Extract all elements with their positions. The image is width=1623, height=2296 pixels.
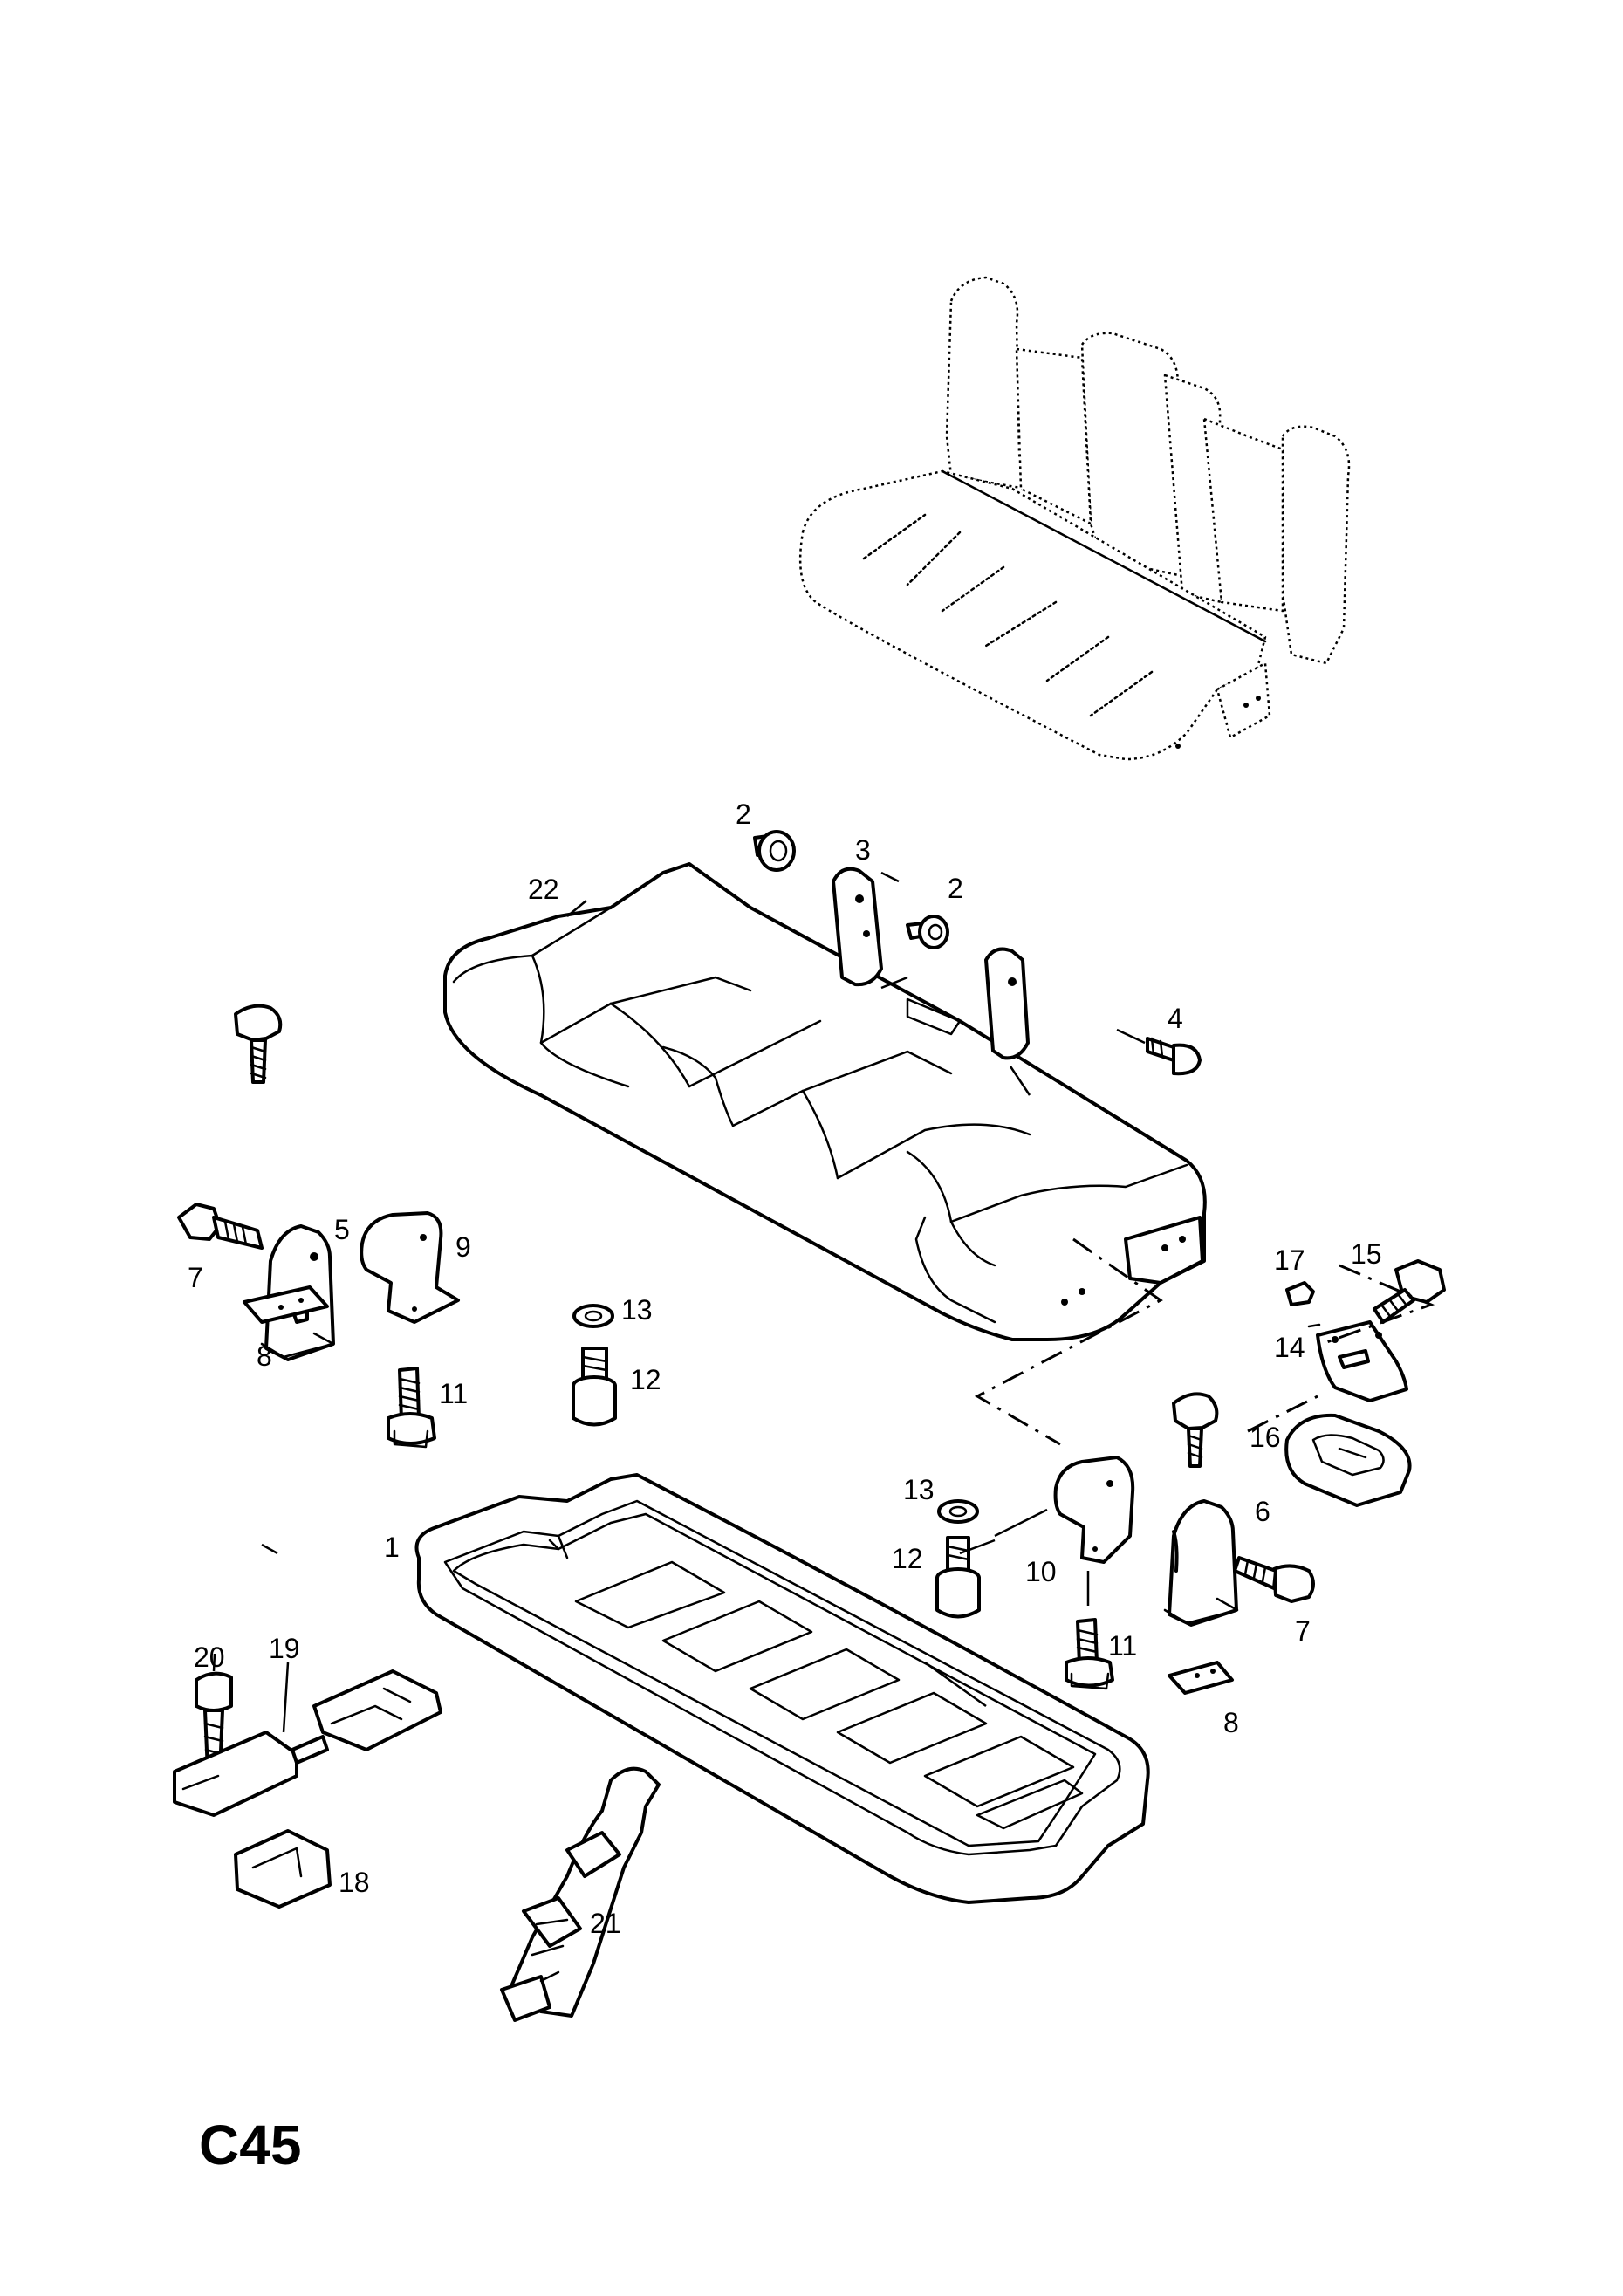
callout-14: 14: [1274, 1332, 1305, 1363]
callout-9: 9: [455, 1231, 471, 1263]
spacer-12-right: [935, 1536, 981, 1619]
leader-lines: [212, 871, 1146, 1733]
latch-housing-16: [1284, 1413, 1412, 1507]
callout-19: 19: [269, 1633, 300, 1664]
callout-6: 6: [1255, 1496, 1270, 1527]
plug-2-top: [753, 830, 796, 872]
washer-13-right: [937, 1499, 979, 1524]
callout-11-left: 11: [439, 1378, 468, 1409]
clip-17: [1285, 1281, 1315, 1306]
latch-plate-14: [1307, 1320, 1408, 1402]
callout-8-left: 8: [257, 1340, 272, 1372]
floor-anchor-19: [173, 1669, 442, 1817]
callout-numbers: 1 2 2 3 4 5 6 7 7 8 8 9 10 11 11 12 12 1…: [188, 798, 1382, 1939]
bolt-top-right: [1172, 1392, 1219, 1468]
hinge-bracket-9: [360, 1211, 460, 1324]
callout-11-right: 11: [1108, 1630, 1137, 1662]
callout-16: 16: [1250, 1422, 1281, 1453]
callout-13-right: 13: [903, 1474, 935, 1505]
seat-cushion-22: [443, 862, 1207, 1341]
callout-3: 3: [855, 834, 871, 866]
callout-12-right: 12: [892, 1543, 923, 1574]
callout-15: 15: [1351, 1238, 1382, 1270]
cover-18: [234, 1829, 332, 1909]
callout-21: 21: [590, 1908, 621, 1939]
callout-2-right: 2: [948, 873, 963, 904]
hinge-bracket-10: [1053, 1456, 1135, 1564]
callout-18: 18: [339, 1867, 370, 1898]
strap-21: [500, 1766, 661, 2022]
bolt-7-right: [1233, 1556, 1315, 1603]
callout-7-right: 7: [1295, 1615, 1311, 1647]
callout-7-left: 7: [188, 1262, 203, 1293]
flange-bolt-11-right: [1065, 1618, 1114, 1690]
bolt-7-left: [177, 1203, 264, 1250]
assembly-line-latch: [974, 1237, 1435, 1446]
callout-5: 5: [334, 1214, 350, 1245]
page-code: C45: [199, 2114, 301, 2176]
callout-2-top: 2: [736, 798, 751, 830]
callout-12-left: 12: [630, 1364, 661, 1395]
bolt-top-left: [234, 1004, 283, 1084]
callout-4: 4: [1168, 1003, 1183, 1034]
callout-20: 20: [194, 1641, 225, 1673]
callout-1: 1: [384, 1532, 400, 1563]
plug-2-right: [906, 915, 949, 949]
bolt-15: [1373, 1259, 1446, 1324]
reference-bench-seat: [798, 276, 1351, 761]
plate-8-right: [1168, 1661, 1234, 1695]
plate-8-left: [243, 1285, 329, 1324]
seat-tray-1: [414, 1473, 1150, 1904]
callout-10: 10: [1025, 1556, 1057, 1587]
screw-4: [1146, 1037, 1202, 1076]
callout-13-left: 13: [621, 1294, 653, 1326]
spacer-12-left: [572, 1347, 617, 1427]
callout-8-right: 8: [1223, 1707, 1239, 1738]
callout-22: 22: [528, 874, 559, 905]
callout-17: 17: [1274, 1244, 1305, 1276]
washer-13-left: [572, 1304, 614, 1328]
flange-bolt-11-left: [387, 1367, 436, 1449]
hinge-bracket-6: [1163, 1499, 1239, 1627]
